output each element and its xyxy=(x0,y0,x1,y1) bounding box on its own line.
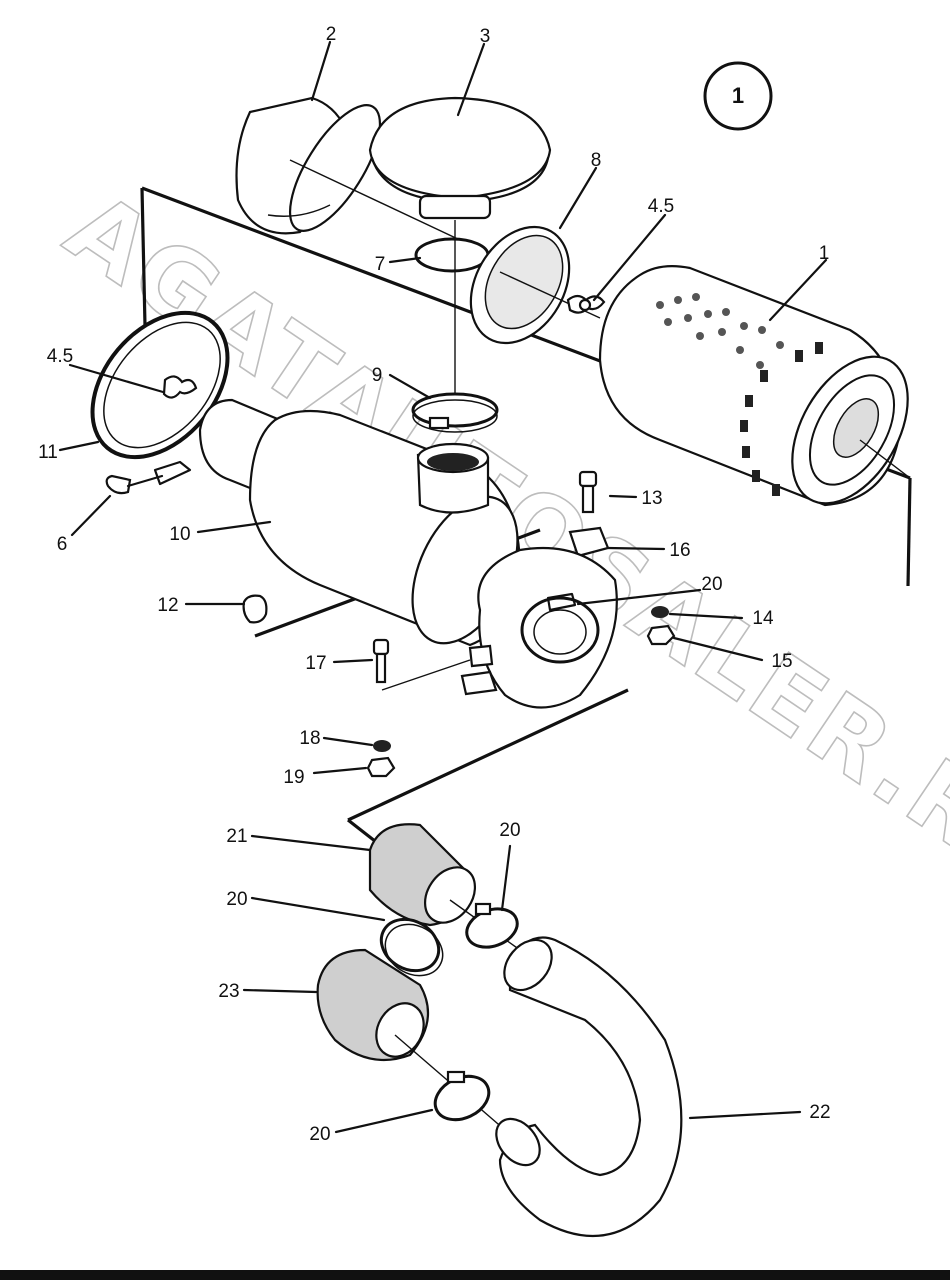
callout-4-5-right: 4.5 xyxy=(648,196,674,217)
part-6-tbolt xyxy=(105,474,164,495)
callout-11: 11 xyxy=(38,442,58,463)
part-22-uhose xyxy=(495,936,683,1238)
part-3-cap xyxy=(368,96,552,395)
callout-19: 19 xyxy=(283,767,304,788)
part-20-clamp-d xyxy=(433,1070,491,1122)
part-21-sleeve xyxy=(368,823,521,951)
part-15-nut xyxy=(646,624,676,646)
part-45-wingnut-right xyxy=(566,294,606,314)
part-16-bracket xyxy=(460,526,618,709)
part-8-mesh xyxy=(469,225,601,345)
callout-12: 12 xyxy=(157,595,178,616)
callout-20-lower: 20 xyxy=(309,1124,330,1145)
part-2-cup xyxy=(235,96,461,241)
callout-10: 10 xyxy=(169,524,190,545)
part-7-oring xyxy=(414,237,490,273)
part-14-washer xyxy=(651,606,669,618)
bottom-border xyxy=(0,1270,950,1280)
callout-23: 23 xyxy=(218,981,239,1002)
callout-17: 17 xyxy=(305,653,326,674)
callout-7: 7 xyxy=(375,254,386,275)
part-20-clamp-c xyxy=(379,917,444,977)
callout-14: 14 xyxy=(752,608,774,629)
part-18-washer xyxy=(373,740,391,752)
callout-8: 8 xyxy=(591,150,602,171)
part-23-elbow xyxy=(316,948,506,1131)
part-13-bolt xyxy=(578,470,598,514)
callout-22: 22 xyxy=(809,1102,830,1123)
part-17-bolt xyxy=(372,638,471,691)
part-19-nut xyxy=(366,756,396,778)
callout-4-5-left: 4.5 xyxy=(47,346,73,367)
callout-21: 21 xyxy=(226,826,247,847)
sheet-circle: 1 xyxy=(703,61,773,131)
callout-20-right: 20 xyxy=(499,820,520,841)
part-12-plug xyxy=(242,594,268,624)
part-1-filter xyxy=(598,265,911,507)
callout-20-left: 20 xyxy=(226,889,247,910)
part-20-clamp-b xyxy=(465,902,519,949)
part-45-wingnut-left xyxy=(162,375,198,399)
callout-13: 13 xyxy=(641,488,662,509)
callout-16: 16 xyxy=(669,540,690,561)
callout-labels: 1 2 3 4.5 4.5 6 7 8 9 10 11 12 13 14 15 … xyxy=(38,24,830,1145)
callout-9: 9 xyxy=(372,365,383,386)
part-9-clamp xyxy=(411,392,499,433)
callout-2: 2 xyxy=(326,24,337,45)
callout-6: 6 xyxy=(57,534,68,555)
callout-3: 3 xyxy=(480,26,491,47)
part-11-clamp-ring xyxy=(90,310,230,486)
callout-20-upper: 20 xyxy=(701,574,722,595)
leader-lines xyxy=(58,40,828,1134)
callout-1: 1 xyxy=(819,243,830,264)
callout-18: 18 xyxy=(299,728,320,749)
callout-15: 15 xyxy=(771,651,792,672)
sheet-number: 1 xyxy=(732,83,744,108)
